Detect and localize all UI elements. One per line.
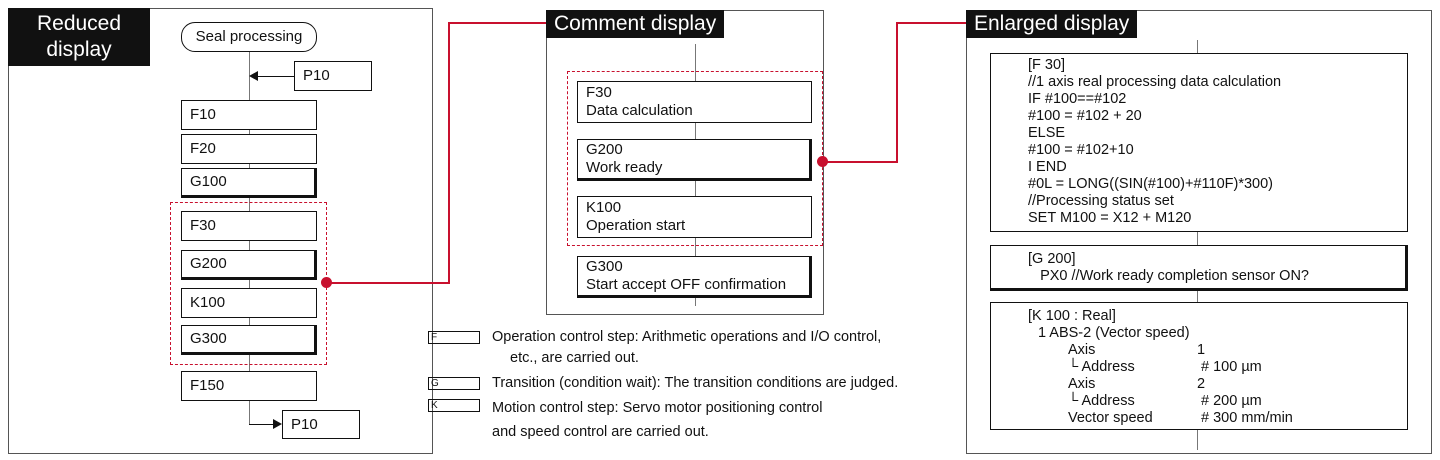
code-block-f30[interactable]: [F 30] //1 axis real processing data cal… — [990, 53, 1408, 232]
comment-step-k100[interactable]: K100 Operation start — [577, 196, 812, 238]
connector-reduced-h1 — [327, 282, 450, 284]
jump-out-connector — [249, 424, 274, 425]
legend-g-text: Transition (condition wait): The transit… — [492, 375, 899, 391]
step-f30[interactable]: F30 — [181, 211, 317, 241]
legend-f-text: Operation control step: Arithmetic opera… — [492, 329, 882, 366]
code-block-k100[interactable]: [K 100 : Real] 1 ABS-2 (Vector speed) Ax… — [990, 302, 1408, 430]
jump-in-arrow-icon — [249, 71, 258, 81]
comment-display-title: Comment display — [546, 10, 725, 38]
start-terminal[interactable]: Seal processing — [181, 22, 317, 52]
k100-row-address-1: └ Address # 100 µm — [1068, 359, 1262, 375]
comment-step-g200[interactable]: G200 Work ready — [577, 139, 812, 181]
k100-row-axis-1: Axis 1 — [1068, 342, 1206, 358]
connector-comment-h2 — [896, 22, 968, 24]
step-k100[interactable]: K100 — [181, 288, 317, 318]
step-f20[interactable]: F20 — [181, 134, 317, 164]
k100-row-axis-2: Axis 2 — [1068, 376, 1206, 392]
connector-dot-comment — [817, 156, 828, 167]
connector-comment-h1 — [823, 161, 898, 163]
connector-comment-v — [896, 22, 898, 163]
step-f150[interactable]: F150 — [181, 371, 317, 401]
reduced-display-title: Reduced display — [8, 8, 150, 66]
k100-row-vector-speed: Vector speed # 300 mm/min — [1068, 410, 1293, 426]
comment-step-f30[interactable]: F30 Data calculation — [577, 81, 812, 123]
connector-reduced-v — [448, 22, 450, 284]
jump-in-label[interactable]: P10 — [294, 61, 372, 91]
jump-out-label[interactable]: P10 — [282, 410, 360, 439]
jump-out-arrow-icon — [273, 419, 282, 429]
legend-k-text: Motion control step: Servo motor positio… — [492, 400, 823, 440]
legend-k-box: K — [428, 399, 480, 412]
enlarged-display-title: Enlarged display — [966, 10, 1138, 38]
comment-step-g300[interactable]: G300 Start accept OFF confirmation — [577, 256, 812, 298]
jump-in-connector — [256, 76, 294, 77]
connector-dot-reduced — [321, 277, 332, 288]
legend-f-box: F — [428, 331, 480, 344]
connector-reduced-h2 — [448, 22, 548, 24]
step-g300[interactable]: G300 — [181, 325, 317, 355]
k100-row-address-2: └ Address # 200 µm — [1068, 393, 1262, 409]
legend-g-box: G — [428, 377, 480, 390]
step-g100[interactable]: G100 — [181, 168, 317, 198]
code-block-g200[interactable]: [G 200] PX0 //Work ready completion sens… — [990, 245, 1408, 291]
step-f10[interactable]: F10 — [181, 100, 317, 130]
step-g200[interactable]: G200 — [181, 250, 317, 280]
